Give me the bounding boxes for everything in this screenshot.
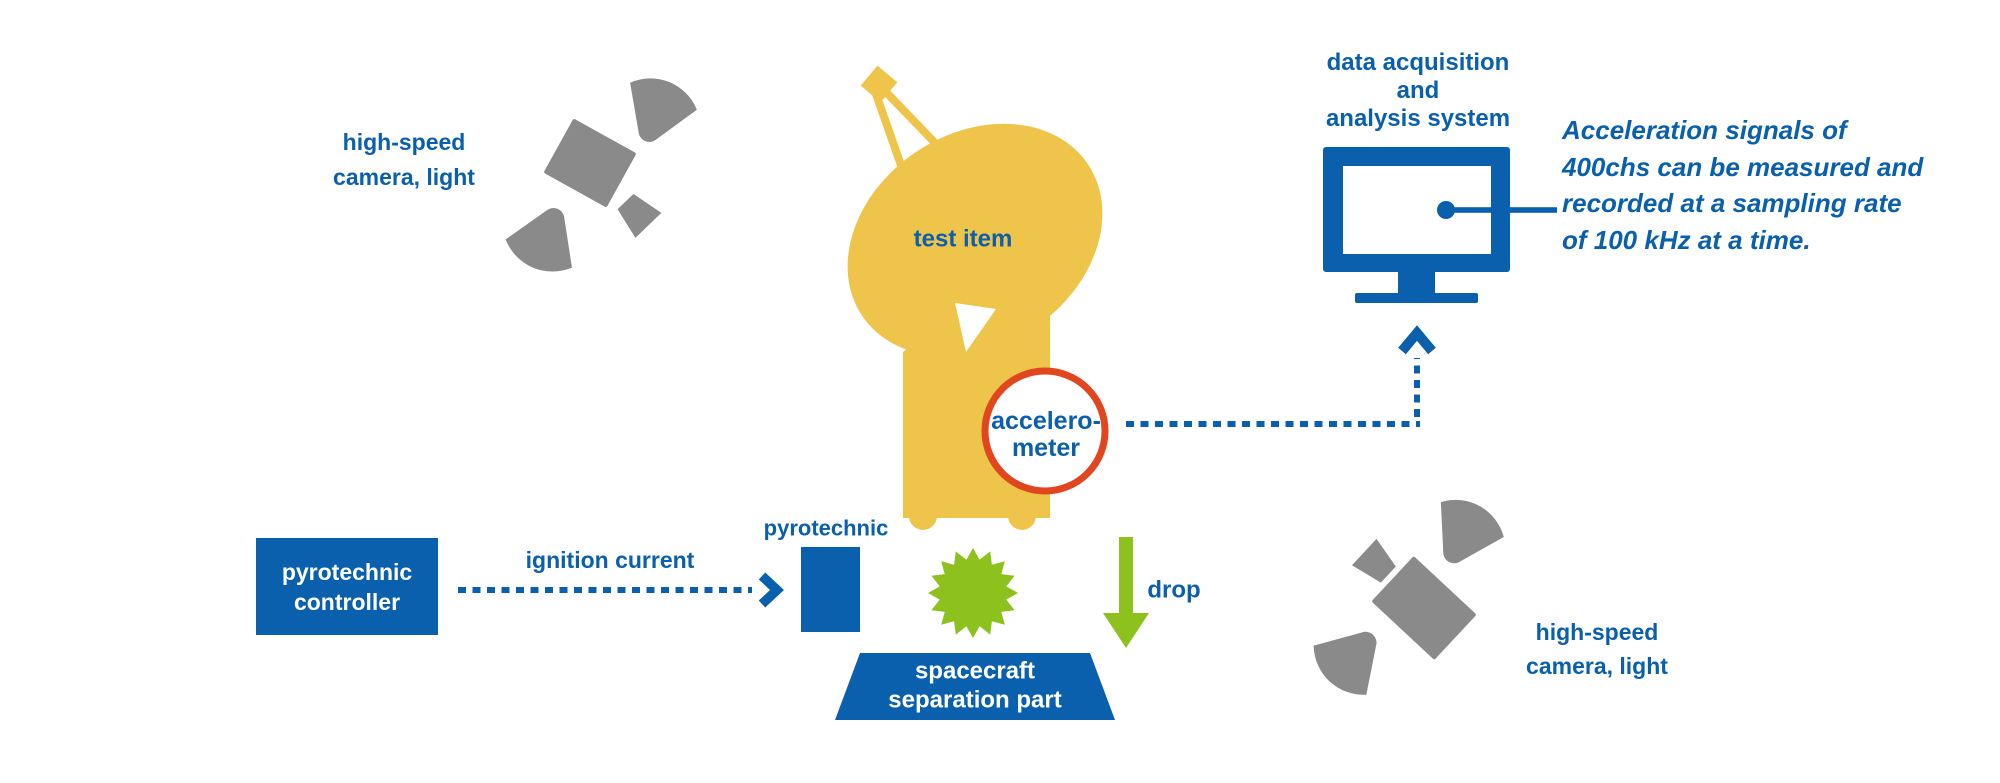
label-line: high-speed (1535, 619, 1659, 645)
dotted-line (1126, 358, 1420, 427)
label-line: separation part (888, 686, 1062, 713)
arrowhead-right-icon (758, 572, 784, 608)
camera-lens-shape (617, 193, 662, 238)
callout-line (1446, 207, 1557, 213)
label-line: and (1396, 77, 1440, 104)
monitor-icon (1323, 147, 1557, 303)
label-line: analysis system (1325, 105, 1511, 132)
spotlight-shape (505, 208, 572, 272)
acceleration-note: Acceleration signals of 400chs can be me… (1562, 112, 1923, 258)
label-line: data acquisition (1326, 49, 1510, 76)
monitor-neck-shape (1398, 272, 1435, 293)
camera-body-shape (544, 119, 636, 207)
camera-body-shape (1372, 556, 1476, 660)
pyrotechnic-controller-box (256, 538, 438, 635)
feed-horn-shape (860, 65, 898, 103)
spacecraft-separation-part-shape (835, 653, 1115, 720)
antenna-foot-shape (909, 502, 937, 530)
note-line: 400chs can be measured and (1562, 151, 1924, 182)
note-line: Acceleration signals of (1562, 115, 1847, 145)
label-line: high-speed (342, 129, 466, 155)
antenna-dish-shape (847, 123, 1103, 357)
ignition-dotted-arrow (458, 572, 784, 608)
pyrotechnic-controller-label: pyrotechnic controller (282, 557, 412, 617)
accelerometer-label: accelero- meter (991, 408, 1101, 462)
pyrotechnic-label: pyrotechnic (763, 515, 889, 541)
camera-bottom-right-label: high-speed camera, light (1526, 615, 1668, 683)
camera-top-left-label: high-speed camera, light (333, 125, 475, 195)
spotlight-shape (1440, 499, 1504, 564)
feed-strut-shape (881, 87, 966, 175)
accelerometer-circle-icon (981, 367, 1109, 495)
test-item-label: test item (913, 225, 1013, 253)
drop-label: drop (1147, 576, 1201, 604)
label-line: controller (293, 589, 401, 615)
arrowhead-up-icon (1398, 325, 1436, 355)
data-acquisition-label: data acquisition and analysis system (1326, 49, 1510, 133)
spotlight-shape (1313, 631, 1377, 695)
spotlight-shape (630, 78, 697, 142)
pyrotechnic-device-shape (801, 547, 860, 632)
label-line: spacecraft (914, 657, 1036, 685)
label-line: camera, light (333, 164, 475, 190)
camera-lens-shape (1351, 538, 1396, 583)
explosion-star-icon (928, 548, 1018, 638)
test-item-antenna-icon (847, 65, 1103, 530)
camera-light-icon-top-left (505, 78, 697, 272)
camera-light-icon-bottom-right (1313, 499, 1504, 695)
label-line: accelero- (991, 407, 1101, 435)
label-line: meter (1011, 434, 1081, 462)
label-line: camera, light (1526, 653, 1668, 679)
spacecraft-separation-part-label: spacecraft separation part (888, 658, 1061, 715)
note-line: of 100 kHz at a time. (1562, 224, 1811, 255)
drop-arrow-icon (1103, 537, 1149, 648)
note-line: recorded at a sampling rate (1562, 188, 1902, 218)
antenna-foot-shape (1008, 502, 1036, 530)
monitor-base-shape (1355, 293, 1478, 303)
signal-dotted-arrow (1126, 325, 1436, 427)
dish-body-gap-shape (955, 303, 996, 352)
feed-strut-shape (872, 92, 920, 210)
label-line: pyrotechnic (281, 559, 413, 585)
ignition-current-label: ignition current (525, 546, 695, 573)
